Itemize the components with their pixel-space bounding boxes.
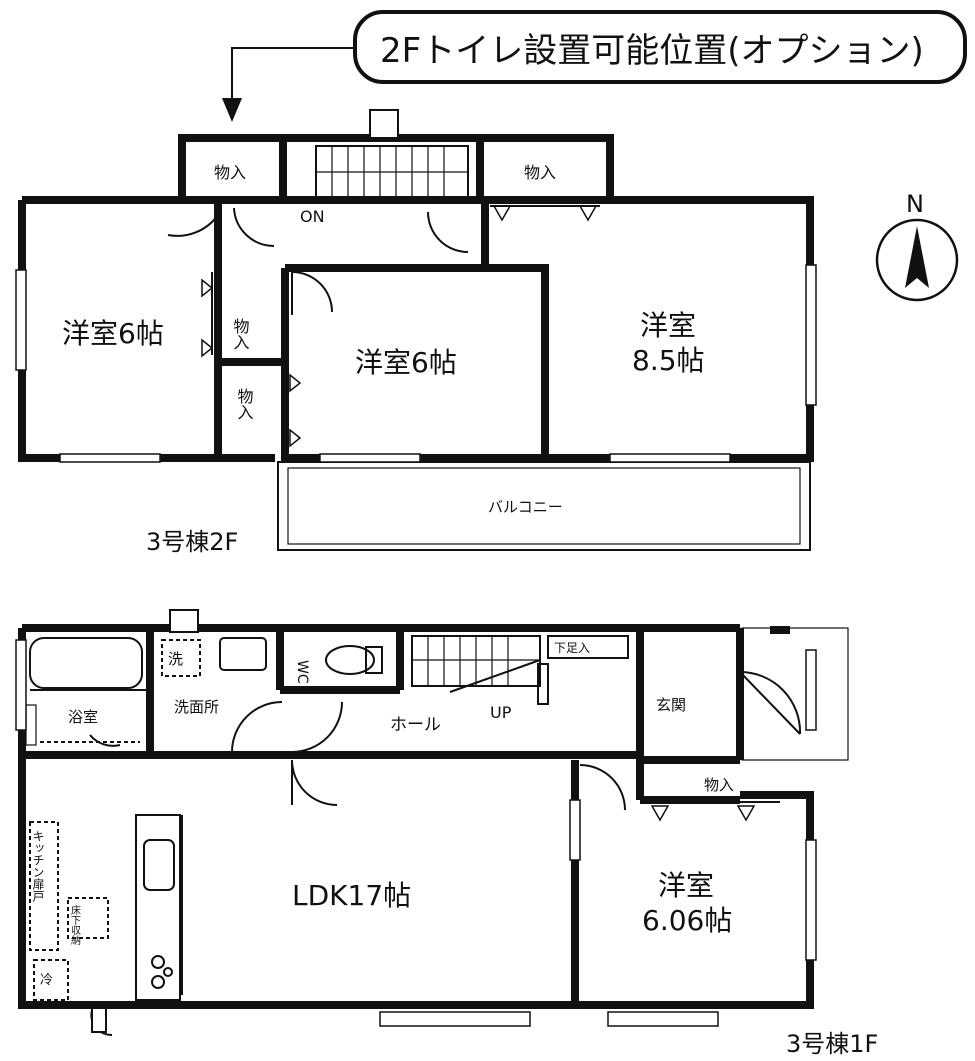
compass-north-label: N [906,190,924,218]
kitchen-door-box [29,821,59,951]
bathtub [29,637,143,689]
floor-storage-box [67,897,109,939]
floor2-storage-mid-b-label: 物入 [235,388,254,420]
floor1-entrance-label: 玄関 [656,696,686,714]
compass-arrow-icon [905,226,929,288]
floor1-ldk-label: LDK17帖 [292,879,411,912]
floor2-caption: 3号棟2F [146,528,238,556]
kitchen-sink [143,839,175,891]
floor1-storage-label: 物入 [704,776,734,794]
floor2-east-room-label-line2: 8.5帖 [632,344,705,377]
floor1-room-label-line2: 6.06帖 [642,904,732,937]
floor2-storage-top-left-label: 物入 [214,163,246,182]
floor1-plan: 洗 WC 下足入 浴室 洗面所 ホール UP 玄関 物入 LDK17帖 キッチン… [15,609,878,1058]
floor1-geta-label: 下足入 [554,641,590,655]
washbasin [219,637,267,671]
floor2-balcony-outline [277,461,811,551]
floor2-center-room-label: 洋室6帖 [355,346,457,379]
compass: N [875,190,959,302]
floor1-sink-mark-label: 冷 [40,973,53,988]
floor2-on-label: ON [300,207,325,226]
toilet-icon [325,645,375,675]
floor1-room-label-line1: 洋室 [658,869,714,902]
floor1-up-label: UP [490,703,512,722]
floor1-stairs [411,635,549,705]
sink-mark-box [33,959,69,1001]
floor2-balcony-label: バルコニー [488,498,563,516]
floor1-floor-storage-label: 床下収納 [69,904,81,946]
wash-mark-box [161,639,201,677]
floor1-hall-label: ホール [390,715,441,735]
callout-arrow-icon [222,98,242,122]
floor2-storage-top-right-label: 物入 [524,163,556,182]
floor2-east-room-label-line1: 洋室 [640,309,696,342]
floor1-washroom-label: 洗面所 [174,698,219,716]
floor1-bath-label: 浴室 [68,708,98,726]
floor2-storage-mid-a-label: 物入 [231,318,250,350]
callout-text: 2Fトイレ設置可能位置(オプション) [380,31,924,71]
floor2-stairs [315,145,469,201]
floor1-wc-label: WC [294,660,310,684]
kitchen-counter [135,814,181,1001]
floor1-kitchen-door-label: キッチン扉戸 [31,830,45,903]
floor1-caption: 3号棟1F [786,1030,878,1058]
toilet-option-callout: 2Fトイレ設置可能位置(オプション) [222,10,967,122]
compass-ring [875,218,959,302]
geta-box [547,635,629,659]
floor1-wash-mark-label: 洗 [168,650,183,668]
floor2-west-room-label: 洋室6帖 [62,317,164,350]
floor2-plan: 物入 物入 ON 洋室6帖 物入 物入 洋室6帖 洋室 8.5帖 バルコニー 3… [15,109,817,556]
